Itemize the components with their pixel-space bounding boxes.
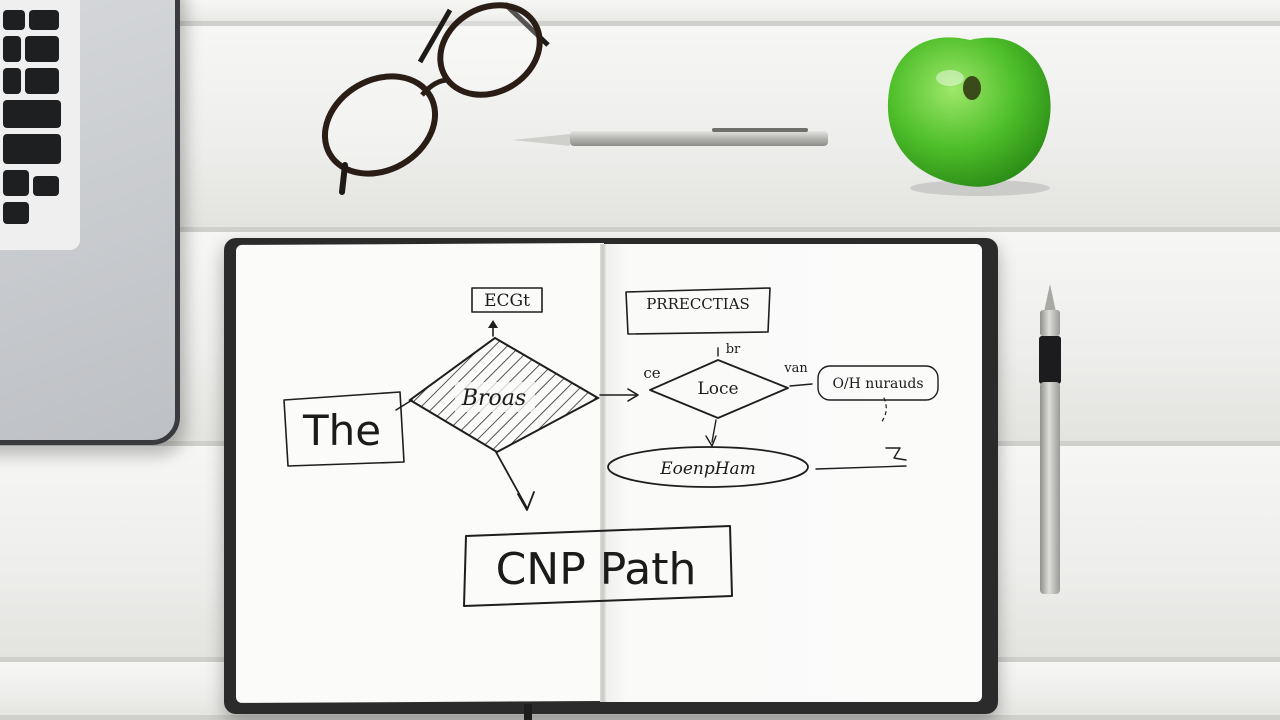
laptop [0,0,180,445]
title-box [463,525,733,607]
notebook-right-page [604,244,982,702]
desk-plank [0,0,1280,26]
the-box [283,391,405,467]
output-pill-label: O/H nurauds [832,376,923,392]
eyeglasses [321,2,550,195]
title-box-label: CNP Path [496,544,697,595]
bookmark-ribbon [524,704,532,720]
desk-plank [0,26,1280,232]
end-oval [607,446,809,488]
process-box-label: PRRECCTIAS [646,295,750,313]
pen [1039,284,1061,594]
small-diamond [649,359,789,419]
process-box [625,287,771,335]
laptop-keyboard [0,0,80,250]
start-box [471,287,543,313]
start-box-label: ECGt [484,291,530,311]
the-box-label: The [302,406,381,455]
small-diamond-label: Loce [697,379,738,399]
pen [512,128,828,146]
output-pill [817,365,939,401]
connector-label-right: van [783,361,808,376]
green-apple [887,37,1051,196]
small-diamond-top-label: br [726,342,741,357]
notebook-spine [600,244,606,702]
end-oval-label: EoenpHam [659,459,756,479]
notebook [224,238,998,720]
connector-label-left: ce [643,364,660,382]
decision-diamond-label: Broas [461,386,526,411]
